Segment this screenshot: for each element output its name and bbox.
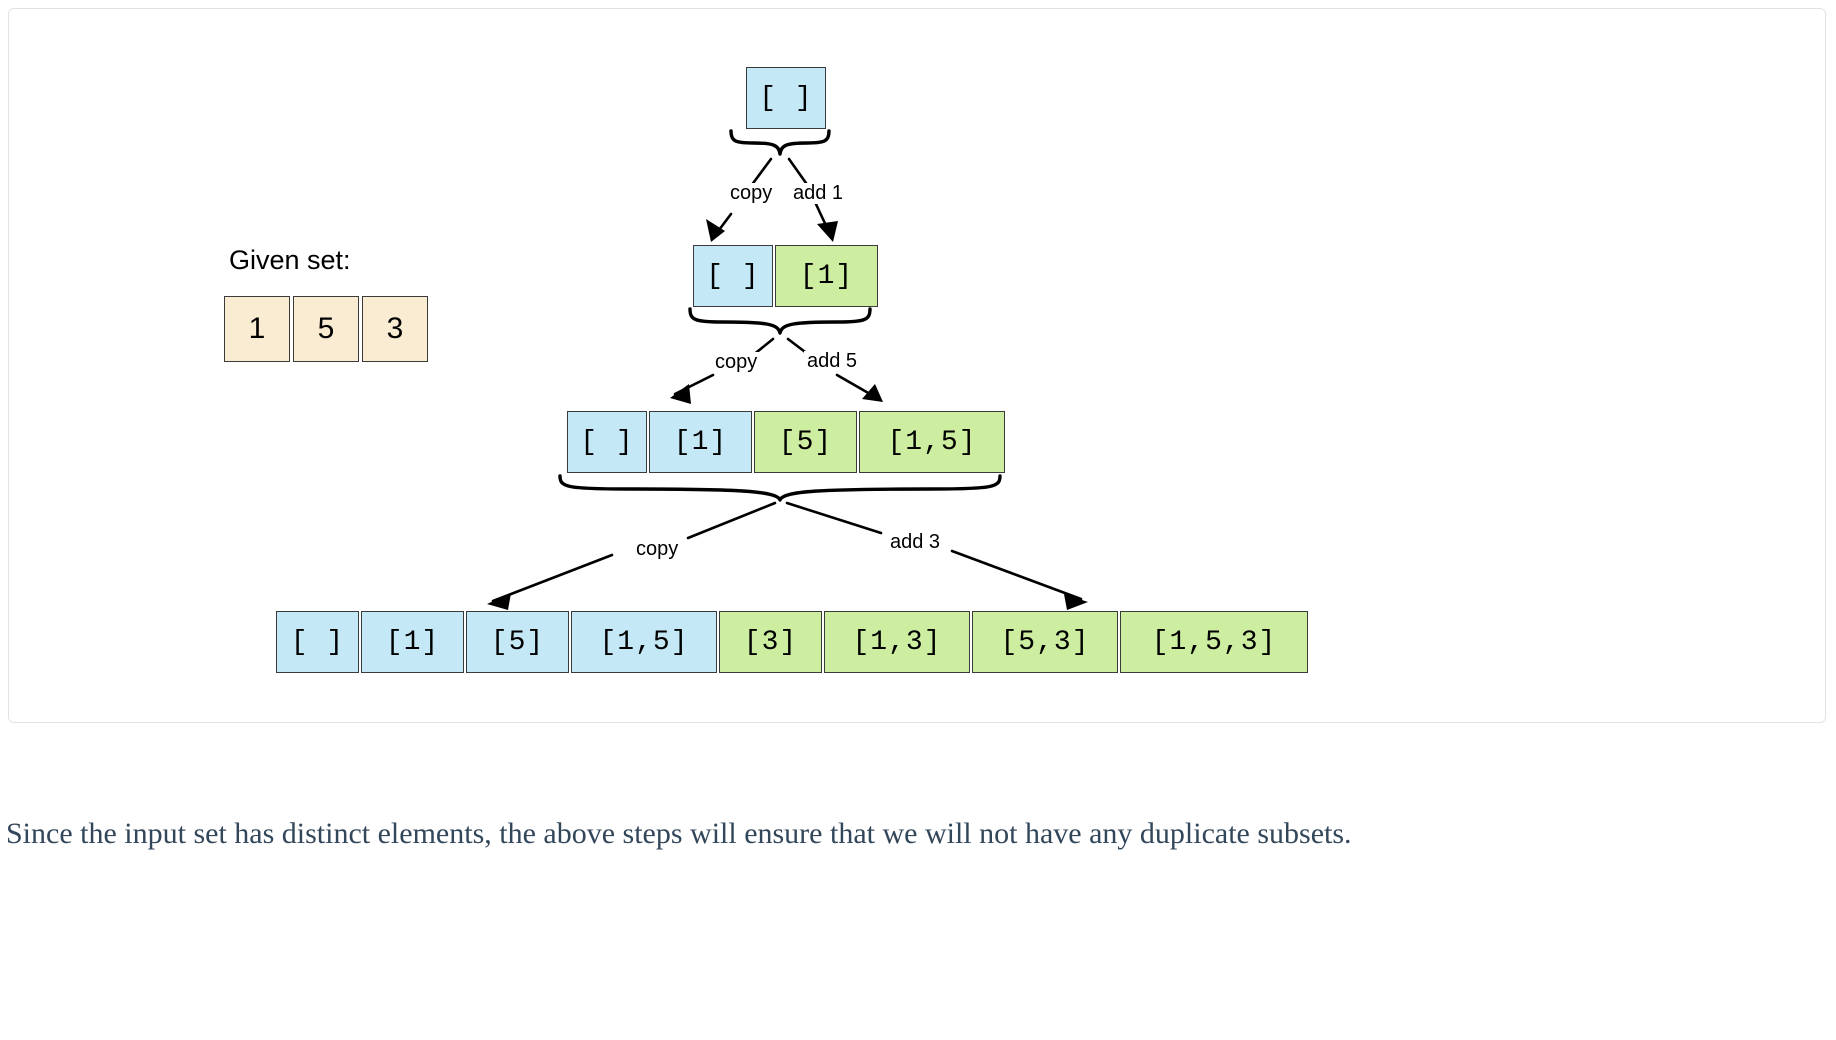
subset-cell: [1] xyxy=(775,245,878,307)
edge-copy-3-label: copy xyxy=(633,539,682,560)
figure-caption: Since the input set has distinct element… xyxy=(6,817,1352,850)
subset-cell: [ ] xyxy=(276,611,359,673)
edge-add-5-label: add 5 xyxy=(804,351,861,372)
subset-level-3: [ ][1][5][1,5] xyxy=(567,411,1005,473)
subset-cell: [1] xyxy=(649,411,752,473)
subset-cell: [5] xyxy=(754,411,857,473)
subsets-diagram: Given set: 1 5 3 [ ] [ ][1] [ ][1][5][1,… xyxy=(9,9,1825,722)
figure-card: Given set: 1 5 3 [ ] [ ][1] [ ][1][5][1,… xyxy=(8,8,1826,723)
edge-add-1-label: add 1 xyxy=(790,183,847,204)
edge-add-3-label: add 3 xyxy=(887,532,944,553)
given-set-cell: 5 xyxy=(293,296,359,362)
subset-level-2: [ ][1] xyxy=(693,245,878,307)
given-set-label: Given set: xyxy=(229,245,351,275)
subset-cell: [1,5] xyxy=(859,411,1005,473)
subset-level-1: [ ] xyxy=(746,67,826,129)
subset-cell: [1,3] xyxy=(824,611,970,673)
edge-copy-2-label: copy xyxy=(712,352,761,373)
subset-level-4: [ ][1][5][1,5][3][1,3][5,3][1,5,3] xyxy=(276,611,1308,673)
subset-cell: [ ] xyxy=(567,411,647,473)
given-set-group: Given set: 1 5 3 xyxy=(224,247,428,362)
subset-cell: [5] xyxy=(466,611,569,673)
edge-copy-1-label: copy xyxy=(727,183,776,204)
subset-cell: [1,5] xyxy=(571,611,717,673)
subset-cell: [5,3] xyxy=(972,611,1118,673)
subset-cell: [1] xyxy=(361,611,464,673)
subset-cell: [ ] xyxy=(746,67,826,129)
given-set-cell: 1 xyxy=(224,296,290,362)
subset-cell: [1,5,3] xyxy=(1120,611,1308,673)
subset-cell: [ ] xyxy=(693,245,773,307)
given-set-row: 1 5 3 xyxy=(224,296,428,362)
given-set-cell: 3 xyxy=(362,296,428,362)
subset-cell: [3] xyxy=(719,611,822,673)
